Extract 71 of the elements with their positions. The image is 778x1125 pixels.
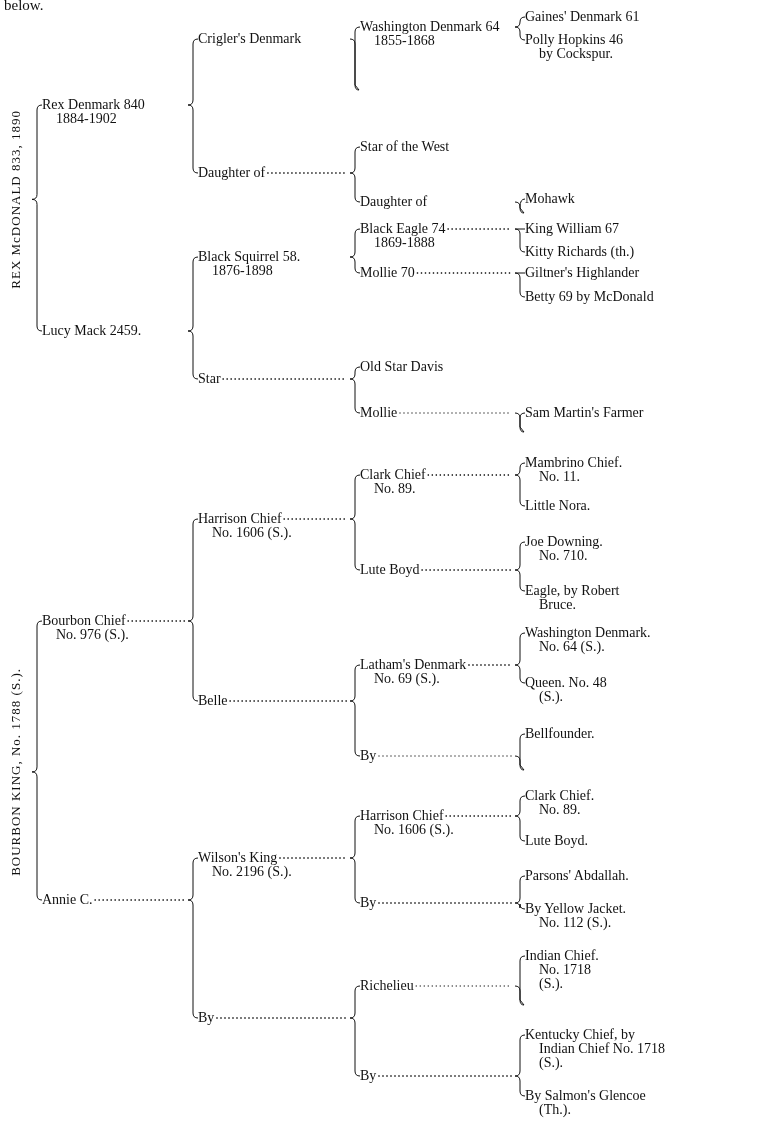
- brace-connector: [398, 412, 526, 433]
- brace-connector: [415, 955, 526, 1006]
- brace-connector: [127, 620, 199, 702]
- horse-name: Belle: [198, 694, 228, 708]
- horse-name: By Salmon's Glencoe (Th.).: [525, 1089, 660, 1117]
- brace-connector: [94, 899, 199, 1019]
- horse-name: Lute Boyd.: [525, 834, 588, 848]
- horse-name: Polly Hopkins 46 by Cockspur.: [525, 33, 630, 61]
- horse-name: King William 67: [525, 222, 620, 236]
- brace-connector: [377, 1075, 526, 1097]
- horse-name: Joe Downing. No. 710.: [525, 535, 617, 563]
- brace-connector: [222, 378, 361, 414]
- rotated-horse-name: BOURBON KING, No. 1788 (S.).: [8, 668, 24, 876]
- horse-name: Washington Denmark. No. 64 (S.).: [525, 626, 662, 654]
- horse-name: Lucy Mack 2459.: [42, 324, 142, 338]
- horse-name: Gaines' Denmark 61: [525, 10, 640, 24]
- brace-connector: [377, 902, 526, 910]
- horse-name: Harrison Chief No. 1606 (S.).: [360, 809, 458, 837]
- brace-connector: [278, 857, 361, 904]
- horse-name: Betty 69 by McDonald: [525, 290, 654, 304]
- brace-connector: [283, 518, 361, 571]
- horse-name: Eagle, by Robert Bruce.: [525, 584, 640, 612]
- horse-name: Crigler's Denmark: [198, 32, 302, 46]
- horse-name: Latham's Denmark No. 69 (S.).: [360, 658, 476, 686]
- horse-name: Mollie: [360, 406, 398, 420]
- horse-name: Lute Boyd: [360, 563, 420, 577]
- horse-name: Black Squirrel 58. 1876-1898: [198, 250, 310, 278]
- horse-name: Bellfounder.: [525, 727, 595, 741]
- horse-name: By: [360, 749, 377, 763]
- horse-name: Clark Chief No. 89.: [360, 468, 438, 496]
- brace-connector: [229, 700, 361, 757]
- brace-connector: [421, 569, 526, 592]
- horse-name: Richelieu: [360, 979, 414, 993]
- horse-name: Daughter of: [360, 195, 428, 209]
- horse-name: Kentucky Chief, by Indian Chief No. 1718 (S.).: [525, 1028, 665, 1070]
- horse-name: Daughter of: [198, 166, 266, 180]
- brace-connector: [377, 733, 526, 771]
- horse-name: Star of the West: [360, 140, 450, 154]
- horse-name: Washington Denmark 64 1855-1868: [360, 20, 510, 48]
- brace-connector: [445, 815, 526, 842]
- horse-name: Parsons' Abdallah.: [525, 869, 629, 883]
- horse-name: Mollie 70: [360, 266, 415, 280]
- horse-name: Kitty Richards (th.): [525, 245, 635, 259]
- horse-name: By: [360, 1069, 377, 1083]
- horse-name: Star: [198, 372, 221, 386]
- brace-connector: [215, 1017, 361, 1077]
- brace-connector: [416, 272, 526, 298]
- horse-name: Black Eagle 74 1869-1888: [360, 222, 470, 250]
- horse-name: By Yellow Jacket. No. 112 (S.).: [525, 902, 641, 930]
- horse-name: Mambrino Chief. No. 11.: [525, 456, 633, 484]
- horse-name: Queen. No. 48 (S.).: [525, 676, 615, 704]
- brace-connector: [266, 172, 361, 203]
- horse-name: Harrison Chief No. 1606 (S.).: [198, 512, 296, 540]
- horse-name: Indian Chief. No. 1718 (S.).: [525, 949, 618, 991]
- horse-name: Rex Denmark 840 1884-1902: [42, 98, 157, 126]
- horse-name: Old Star Davis: [360, 360, 444, 374]
- horse-name: Mohawk: [525, 192, 575, 206]
- horse-name: Little Nora.: [525, 499, 591, 513]
- rotated-horse-name: REX McDONALD 833, 1890: [8, 110, 24, 289]
- brace-connector: [447, 228, 526, 253]
- horse-name: Clark Chief. No. 89.: [525, 789, 605, 817]
- brace-connector: [427, 474, 526, 507]
- brace-connector: [467, 664, 526, 684]
- horse-name: Giltner's Highlander: [525, 266, 640, 280]
- horse-name: Sam Martin's Farmer: [525, 406, 644, 420]
- horse-name: By: [360, 896, 377, 910]
- body-text: below.: [4, 0, 44, 13]
- horse-name: Bourbon Chief No. 976 (S.).: [42, 614, 137, 642]
- horse-name: By: [198, 1011, 215, 1025]
- horse-name: Wilson's King No. 2196 (S.).: [198, 851, 295, 879]
- horse-name: Annie C.: [42, 893, 93, 907]
